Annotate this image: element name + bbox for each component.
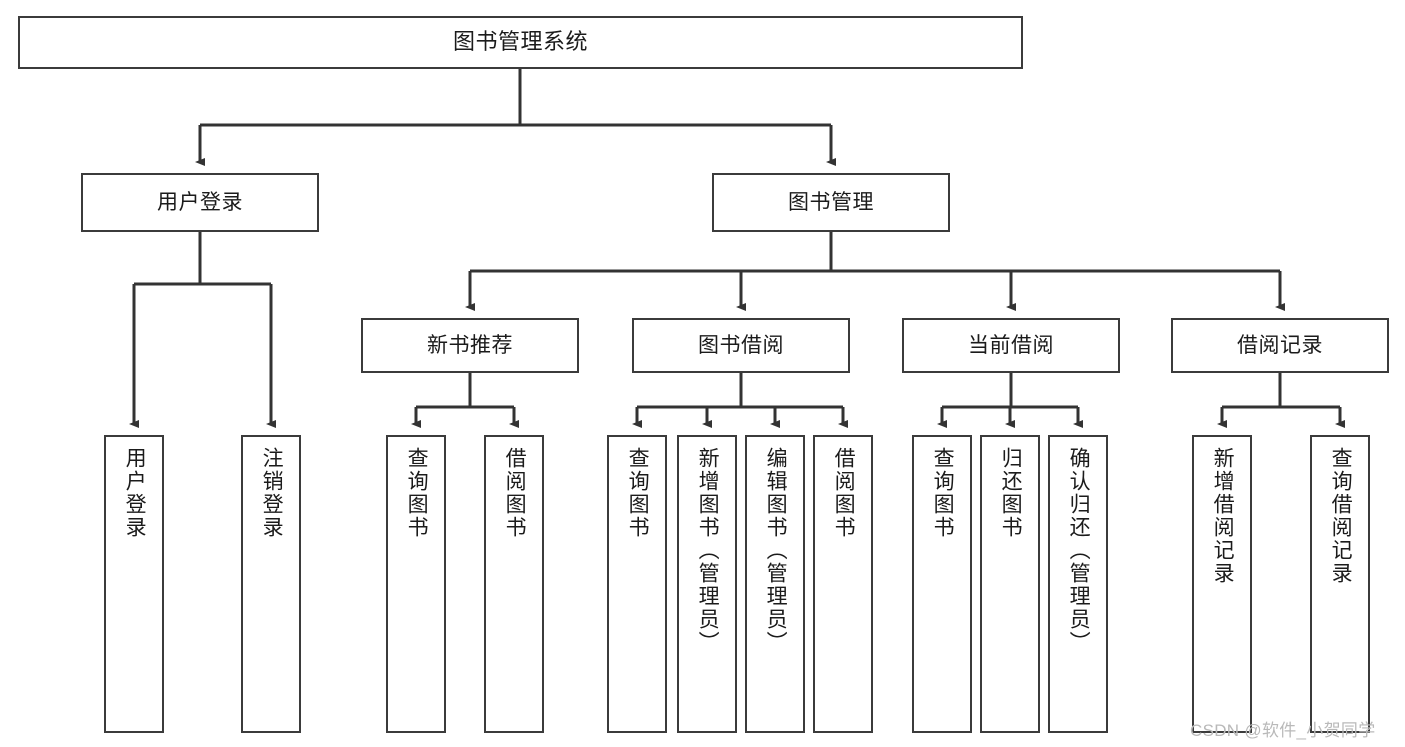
node-current-borrow[interactable]: 当前借阅 [902,318,1120,373]
leaf-query-book-recommend[interactable]: 查询图书 [386,435,446,733]
leaf-borrow-book-recommend[interactable]: 借阅图书 [484,435,544,733]
node-label: 借阅记录 [1237,333,1323,357]
node-book-manage[interactable]: 图书管理 [712,173,950,232]
csdn-watermark: CSDN @软件_小贺同学 [1190,721,1376,740]
leaf-confirm-return-admin[interactable]: 确认归还（管理员） [1048,435,1108,733]
node-label: 查询图书 [405,447,429,539]
leaf-add-book-admin[interactable]: 新增图书（管理员） [677,435,737,733]
leaf-add-borrow-record[interactable]: 新增借阅记录 [1192,435,1252,733]
node-label: 图书管理 [788,190,874,214]
node-label: 图书借阅 [698,333,784,357]
node-label: 注销登录 [260,447,284,539]
node-label: 查询图书 [931,447,955,539]
node-label: 查询借阅记录 [1329,447,1353,585]
node-root-system[interactable]: 图书管理系统 [18,16,1023,69]
node-label: 图书管理系统 [452,29,588,55]
leaf-borrow-book[interactable]: 借阅图书 [813,435,873,733]
node-label: 编辑图书（管理员） [764,447,788,654]
node-user-login[interactable]: 用户登录 [81,173,319,232]
node-label: 用户登录 [157,190,243,214]
node-book-borrow[interactable]: 图书借阅 [632,318,850,373]
node-label: 归还图书 [999,447,1023,539]
node-borrow-record[interactable]: 借阅记录 [1171,318,1389,373]
node-label: 新增图书（管理员） [696,447,720,654]
node-label: 新书推荐 [427,333,513,357]
leaf-query-borrow-record[interactable]: 查询借阅记录 [1310,435,1370,733]
node-label: 借阅图书 [832,447,856,539]
leaf-user-logout[interactable]: 注销登录 [241,435,301,733]
node-new-book-recommend[interactable]: 新书推荐 [361,318,579,373]
leaf-query-book-borrow[interactable]: 查询图书 [607,435,667,733]
leaf-query-book-current[interactable]: 查询图书 [912,435,972,733]
node-label: 确认归还（管理员） [1067,447,1091,654]
leaf-return-book[interactable]: 归还图书 [980,435,1040,733]
node-label: 借阅图书 [503,447,527,539]
node-label: 新增借阅记录 [1211,447,1235,585]
node-label: 当前借阅 [968,333,1054,357]
leaf-edit-book-admin[interactable]: 编辑图书（管理员） [745,435,805,733]
node-label: 用户登录 [123,447,147,539]
leaf-user-login[interactable]: 用户登录 [104,435,164,733]
node-label: 查询图书 [626,447,650,539]
